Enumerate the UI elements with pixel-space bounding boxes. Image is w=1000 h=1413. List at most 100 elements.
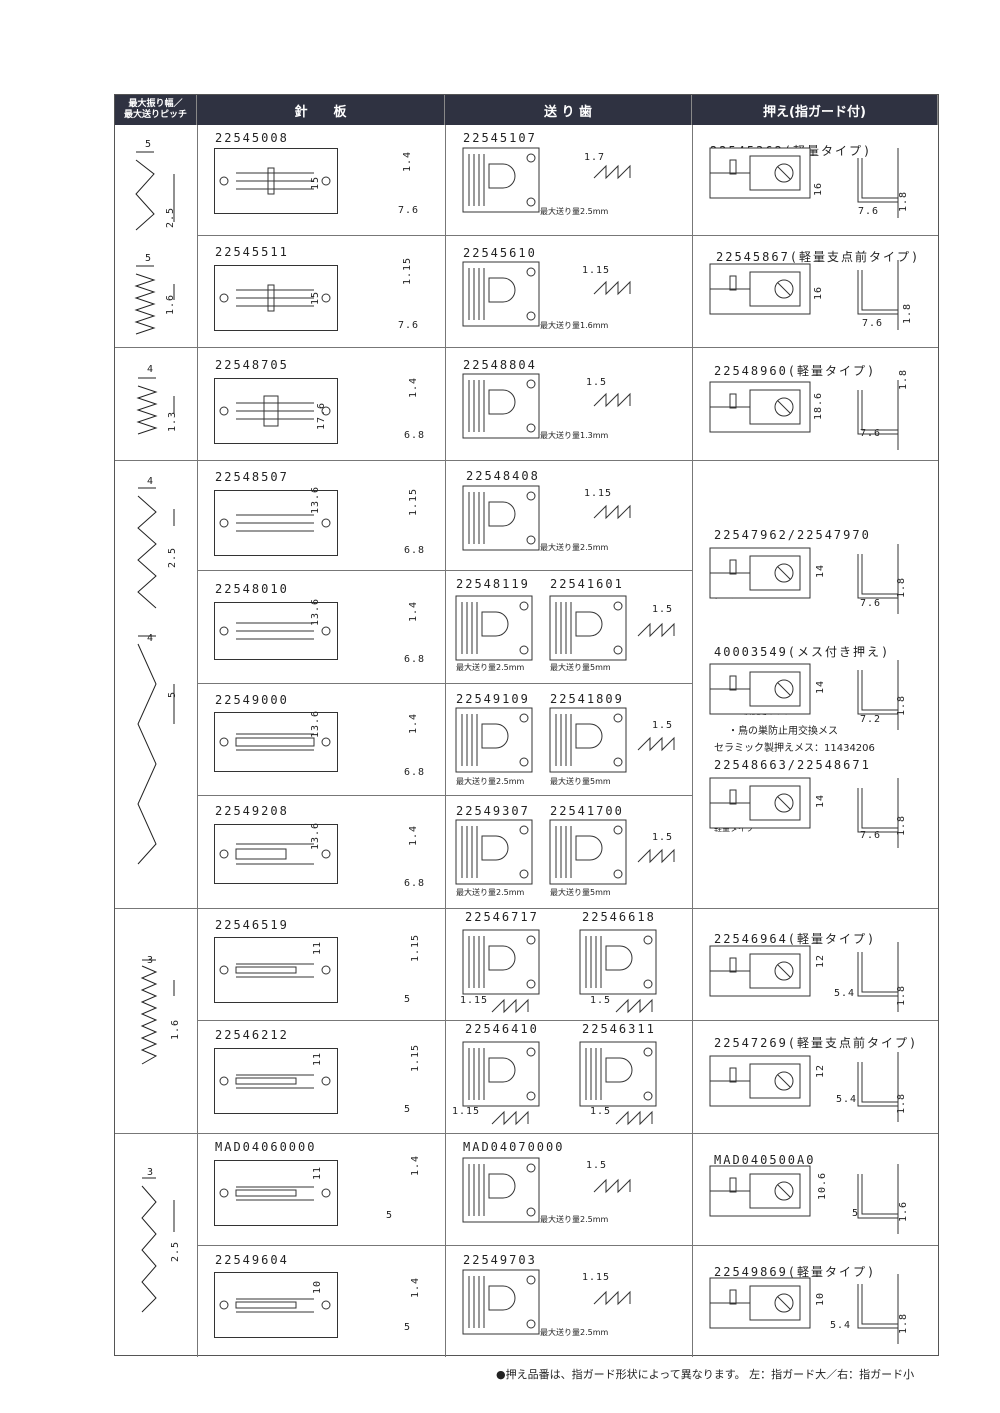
- footer-note: ●押え品番は、指ガード形状によって異なります。 左：指ガード大／右：指ガード小: [496, 1368, 915, 1381]
- feed-code: 22545610: [463, 246, 537, 260]
- feed-dim: 1.15: [582, 1272, 611, 1283]
- header-stitch-line2: 最大送りピッチ: [123, 110, 187, 120]
- feed-code-left: 22546717: [465, 910, 539, 924]
- presser-code: 22547962/22547970: [714, 528, 871, 542]
- plate-code: 22549208: [215, 804, 289, 818]
- feed-code-right: 22546618: [582, 910, 656, 924]
- feed-code: MAD04070000: [463, 1140, 565, 1154]
- header-stitch: 最大振り幅／ 最大送りピッチ: [115, 95, 197, 125]
- needle-plate-drawing: [214, 937, 338, 1003]
- plate-code: 22548705: [215, 358, 289, 372]
- stitch-zigzag-2: [134, 273, 156, 335]
- plate-dim-c: 6.8: [404, 767, 426, 778]
- plate-dim-c: 6.8: [404, 654, 426, 665]
- feed-dim-right: 1.5: [590, 1106, 612, 1117]
- presser-code: 22549869(軽量タイプ): [714, 1265, 877, 1279]
- presser-drawings: [709, 147, 899, 1345]
- feed-note: 最大送り量2.5mm: [540, 543, 609, 552]
- stitch-diagrams: [134, 151, 175, 1313]
- presser-dim-b: 7.6: [858, 206, 880, 217]
- plate-dim-a: 1.4: [408, 712, 419, 734]
- presser-code: 22548663/22548671: [714, 758, 871, 772]
- feed-code: 22549703: [463, 1253, 537, 1267]
- presser-code: 22545867(軽量支点前タイプ): [716, 250, 921, 264]
- header-stitch-line1: 最大振り幅／: [128, 99, 183, 109]
- feed-note: 最大送り量2.5mm: [540, 207, 609, 216]
- presser-dim-b: 7.6: [860, 598, 882, 609]
- plate-dim-a: 1.15: [410, 933, 421, 962]
- stitch-pitch-5: 5: [167, 690, 178, 698]
- stitch-zigzag-1: [135, 159, 155, 231]
- plate-dim-c: 5: [404, 1322, 412, 1333]
- presser-code: 40003549(メス付き押え): [714, 645, 891, 659]
- col-divider: [445, 125, 446, 1357]
- stitch-width-2: 5: [145, 253, 153, 264]
- stitch-width-5: 4: [147, 633, 155, 644]
- header-presser: 押え(指ガード付): [692, 95, 938, 125]
- feed-dim: 1.7: [584, 152, 606, 163]
- stitch-zigzag-4: [137, 495, 157, 609]
- presser-code: 22548960(軽量タイプ): [714, 364, 877, 378]
- feed-code-right: 22541809: [550, 692, 624, 706]
- feed-dim: 1.15: [582, 265, 611, 276]
- feed-note-left: 最大送り量2.5mm: [456, 663, 525, 672]
- plate-code: 22545008: [215, 131, 289, 145]
- plate-dim-a: 1.15: [410, 1043, 421, 1072]
- plate-dim-a: 1.4: [410, 1154, 421, 1176]
- feed-dim: 1.5: [586, 1160, 608, 1171]
- plate-dim-a: 1.15: [408, 487, 419, 516]
- needle-plate-drawing: [214, 824, 338, 884]
- feed-dog-drawings: [455, 147, 675, 1335]
- plate-dim-a: 1.15: [402, 256, 413, 285]
- plate-dim-a: 1.4: [408, 376, 419, 398]
- feed-dim: 1.5: [586, 377, 608, 388]
- stitch-zigzag-5: [137, 643, 157, 865]
- presser-type: 軽量タイプ: [714, 823, 754, 834]
- header-needle-plate: 針 板: [197, 95, 445, 125]
- group-divider: [115, 347, 938, 348]
- feed-code: 22548804: [463, 358, 537, 372]
- plate-dim-a: 1.4: [402, 150, 413, 172]
- feed-note-left: 最大送り量2.5mm: [456, 777, 525, 786]
- feed-note-right: 最大送り量5mm: [550, 777, 611, 786]
- presser-dim-b: 7.6: [860, 830, 882, 841]
- feed-code: 22545107: [463, 131, 537, 145]
- row-divider: [197, 795, 692, 796]
- needle-plate-drawing: [214, 1160, 338, 1226]
- plate-code: 22549604: [215, 1253, 289, 1267]
- presser-dim-b: 7.6: [862, 318, 884, 329]
- plate-dim-a: 1.4: [410, 1276, 421, 1298]
- stitch-pitch-7: 2.5: [170, 1240, 181, 1262]
- stitch-zigzag-7: [141, 1185, 157, 1313]
- parts-table: 最大振り幅／ 最大送りピッチ 針 板 送 り 歯 押え(指ガード付): [114, 94, 939, 1357]
- stitch-zigzag-3: [136, 385, 158, 435]
- feed-code-left: 22546410: [465, 1022, 539, 1036]
- plate-dim-c: 5: [404, 1104, 412, 1115]
- presser-dim-b: 5.4: [836, 1094, 858, 1105]
- feed-note: 最大送り量1.3mm: [540, 431, 609, 440]
- feed-dim: 1.5: [652, 832, 674, 843]
- stitch-pitch-3: 1.3: [167, 410, 178, 432]
- stitch-zigzag-6: [140, 965, 158, 1065]
- plate-dim-c: 6.8: [404, 878, 426, 889]
- feed-dim: 1.5: [652, 720, 674, 731]
- presser-dim-b: 7.2: [860, 714, 882, 725]
- stitch-pitch-4: 2.5: [167, 546, 178, 568]
- plate-dim-c: 6.8: [404, 545, 426, 556]
- feed-code-right: 22541700: [550, 804, 624, 818]
- feed-note: 最大送り量2.5mm: [540, 1328, 609, 1337]
- feed-note: 最大送り量1.6mm: [540, 321, 609, 330]
- feed-code: 22548408: [466, 469, 540, 483]
- plate-code: 22545511: [215, 245, 289, 259]
- feed-dim-right: 1.5: [590, 995, 612, 1006]
- needle-plate-drawing: [214, 712, 338, 772]
- plate-code: 22546212: [215, 1028, 289, 1042]
- feed-dim-left: 1.15: [452, 1106, 481, 1117]
- presser-dim-b: 5.4: [834, 988, 856, 999]
- needle-plate-drawing: [214, 1272, 338, 1338]
- plate-code: 22548010: [215, 582, 289, 596]
- group-divider: [115, 1133, 938, 1134]
- header-feed-dog: 送 り 歯: [445, 95, 692, 125]
- feed-note: 最大送り量2.5mm: [540, 1215, 609, 1224]
- plate-dim-a: 1.4: [408, 824, 419, 846]
